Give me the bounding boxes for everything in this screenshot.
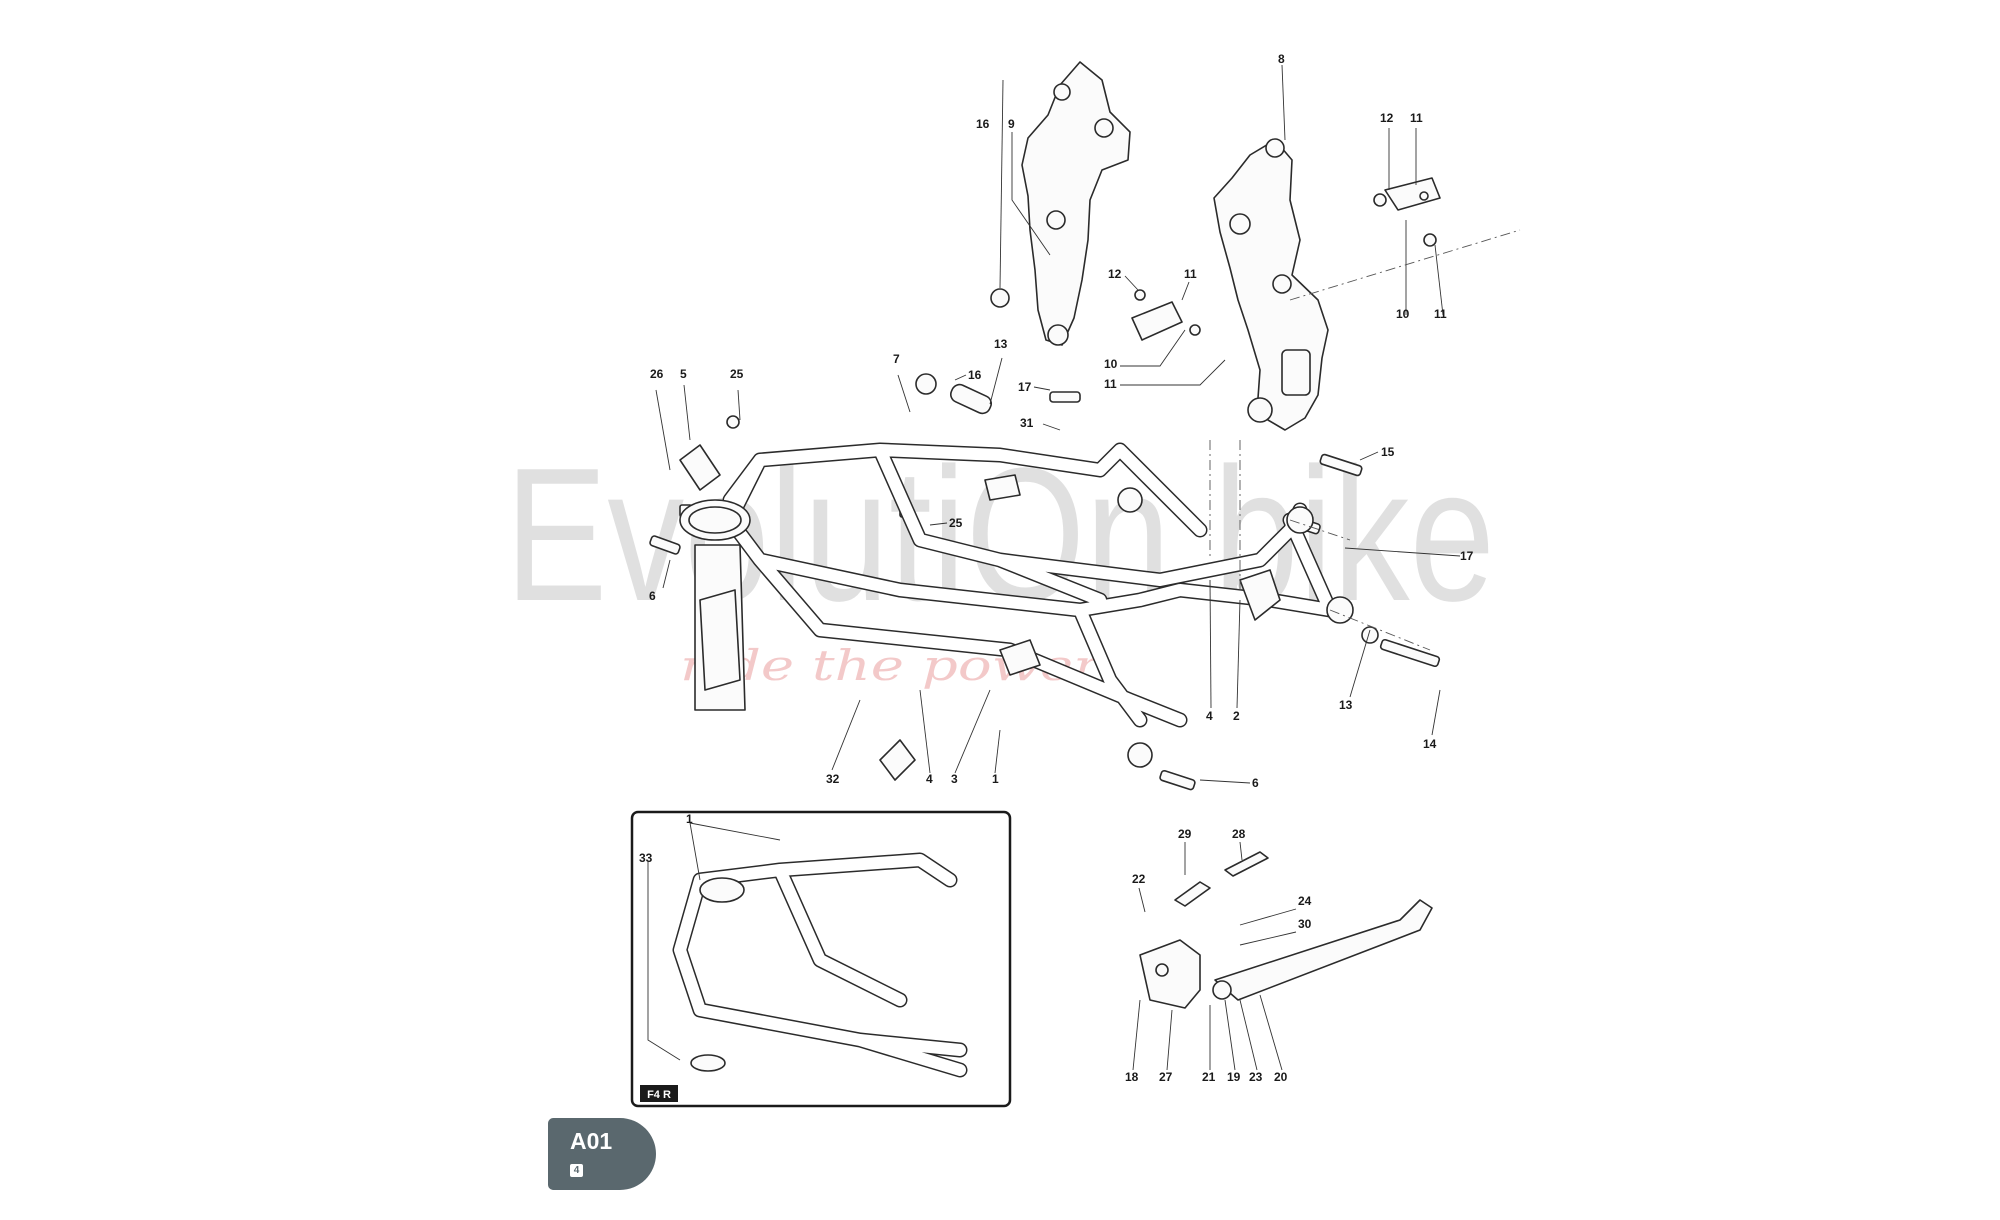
callout: 24 <box>1298 894 1312 908</box>
callout: 14 <box>1423 737 1437 751</box>
assembly-axes <box>1209 229 1521 651</box>
leader-lines <box>647 64 1461 1071</box>
callout: 17 <box>1460 549 1474 563</box>
callout: 28 <box>1232 827 1246 841</box>
callout: 11 <box>1184 267 1197 281</box>
callout: 25 <box>949 516 963 530</box>
left-footrest-bracket <box>1021 61 1131 346</box>
callout: 4 <box>1206 709 1213 723</box>
callout: 26 <box>650 367 664 381</box>
callout: 22 <box>1132 872 1146 886</box>
callout: 11 <box>1410 111 1423 125</box>
page-number: 4 <box>570 1164 583 1177</box>
callout: 10 <box>1396 307 1410 321</box>
callout: 23 <box>1249 1070 1263 1084</box>
callout: 15 <box>1381 445 1395 459</box>
callout: 11 <box>1434 307 1447 321</box>
heel-plate-left <box>1131 301 1183 341</box>
callout: 7 <box>893 352 900 366</box>
callout: 16 <box>968 368 982 382</box>
callout: 10 <box>1104 357 1118 371</box>
callout: 12 <box>1108 267 1122 281</box>
callout: 19 <box>1227 1070 1241 1084</box>
callout: 12 <box>1380 111 1394 125</box>
side-stand-assembly <box>1139 851 1433 1009</box>
callout: 29 <box>1178 827 1192 841</box>
callout: 6 <box>1252 776 1259 790</box>
callout: 13 <box>1339 698 1353 712</box>
callout: 5 <box>680 367 687 381</box>
right-footrest-bracket <box>1213 138 1329 431</box>
hardware <box>649 193 1441 791</box>
inset-panel: F4 R <box>630 810 1012 1108</box>
inset-tag: F4 R <box>647 1089 671 1101</box>
callout: 31 <box>1020 416 1034 430</box>
callout: 20 <box>1274 1070 1288 1084</box>
callout: 2 <box>1233 709 1240 723</box>
main-frame <box>679 442 1354 781</box>
callout: 6 <box>649 589 656 603</box>
page-code: A01 <box>570 1128 613 1154</box>
callout: 21 <box>1202 1070 1216 1084</box>
page-badge: A01 4 <box>548 1118 656 1190</box>
callout-labels: 8 16 9 12 11 12 11 10 11 10 11 7 13 16 1… <box>639 52 1474 1084</box>
callout: 9 <box>1008 117 1015 131</box>
callout: 33 <box>639 851 653 865</box>
callout: 32 <box>826 772 840 786</box>
callout: 1 <box>686 812 693 826</box>
callout: 1 <box>992 772 999 786</box>
callout: 16 <box>976 117 990 131</box>
callout: 25 <box>730 367 744 381</box>
callout: 4 <box>926 772 933 786</box>
callout: 18 <box>1125 1070 1139 1084</box>
callout: 30 <box>1298 917 1312 931</box>
callout: 27 <box>1159 1070 1173 1084</box>
callout: 17 <box>1018 380 1032 394</box>
heel-plate-right <box>1384 177 1441 211</box>
callout: 3 <box>951 772 958 786</box>
callout: 8 <box>1278 52 1285 66</box>
callout: 11 <box>1104 377 1117 391</box>
callout: 13 <box>994 337 1008 351</box>
